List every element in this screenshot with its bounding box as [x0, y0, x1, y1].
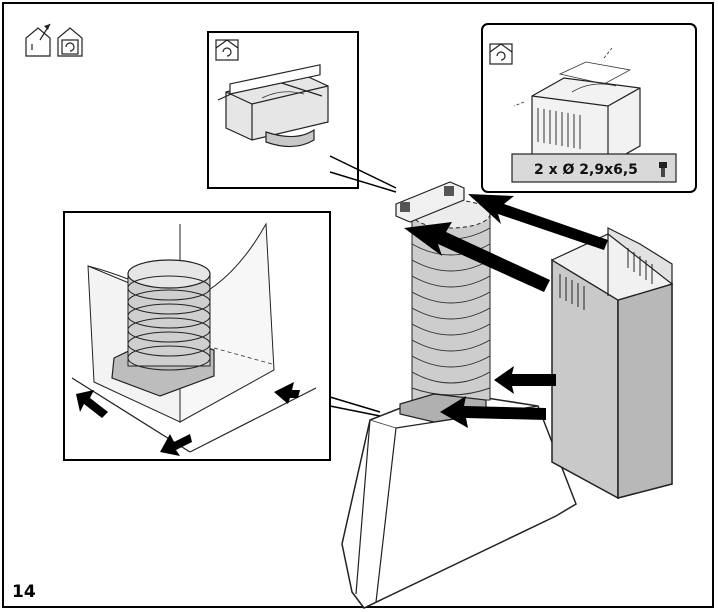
chimney-vent-grille	[559, 248, 653, 310]
house-with-exhaust-arrow-icon	[25, 23, 51, 57]
hood-body	[341, 395, 577, 609]
assembly-illustration: 2 x Ø 2,9x6,5	[25, 23, 697, 609]
house-with-recirculation-icon	[57, 27, 83, 57]
motion-arrows	[404, 194, 608, 428]
arrow-chimney-to-duct	[404, 222, 550, 292]
inset-duct-bottom	[63, 211, 331, 461]
screw-spec-box: 2 x Ø 2,9x6,5	[511, 153, 677, 183]
vent-grille	[537, 108, 581, 149]
upper-bracket	[395, 181, 465, 223]
inset-screw-fixing: 2 x Ø 2,9x6,5	[481, 23, 697, 193]
screw-icon	[659, 162, 667, 177]
arrow-to-hood-base	[440, 396, 546, 428]
install-arrows-left	[76, 382, 300, 456]
arrow-to-duct-base	[494, 366, 556, 394]
arrow-to-bracket	[468, 194, 608, 250]
recirculation-mode-icon	[215, 39, 239, 61]
inset-recirculation-bracket	[207, 31, 359, 189]
screw-spec-label: 2 x Ø 2,9x6,5	[534, 162, 638, 178]
flexible-duct-small	[127, 259, 211, 371]
recirculation-mode-icon-2	[489, 43, 513, 65]
chimney-cover	[550, 227, 674, 500]
step-number: 14	[12, 582, 36, 602]
